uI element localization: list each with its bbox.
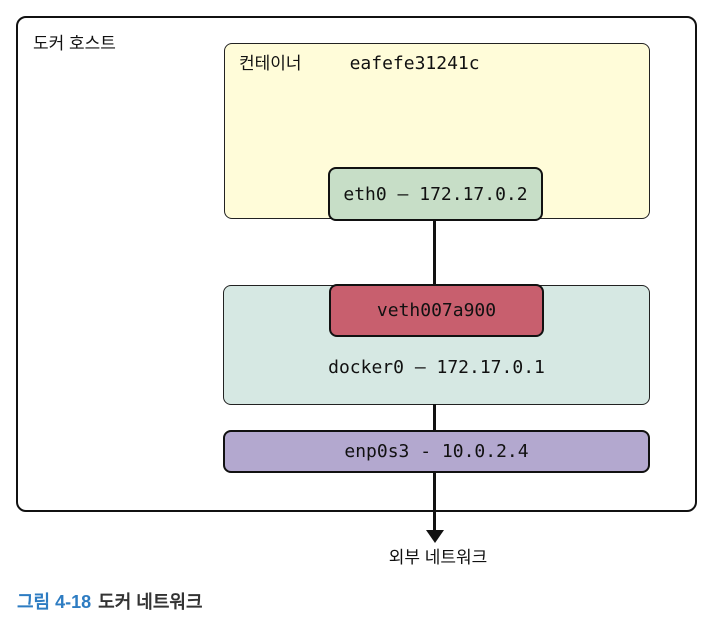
docker-host-label: 도커 호스트	[33, 34, 116, 53]
eth0-label: eth0 – 172.17.0.2	[343, 183, 528, 205]
eth0-interface-box: eth0 – 172.17.0.2	[328, 167, 543, 221]
veth-interface-box: veth007a900	[329, 284, 544, 337]
enp0s3-interface-box: enp0s3 - 10.0.2.4	[223, 430, 650, 473]
container-title: 컨테이너 eafefe31241c	[239, 53, 480, 75]
docker0-label: docker0 – 172.17.0.1	[328, 357, 545, 378]
down-arrowhead-icon	[426, 530, 444, 543]
connector-docker0-enp0s3	[433, 404, 436, 431]
container-label: 컨테이너	[239, 54, 302, 73]
container-id: eafefe31241c	[349, 53, 480, 74]
enp0s3-label: enp0s3 - 10.0.2.4	[344, 441, 529, 462]
arrow-line-to-external	[433, 472, 436, 531]
veth-label: veth007a900	[376, 300, 497, 321]
figure-number: 그림 4-18	[17, 592, 92, 612]
connector-eth0-veth	[433, 220, 436, 285]
figure-title: 도커 네트워크	[98, 592, 203, 612]
figure-caption: 그림 4-18 도커 네트워크	[17, 590, 203, 614]
external-network-label: 외부 네트워크	[388, 548, 488, 567]
